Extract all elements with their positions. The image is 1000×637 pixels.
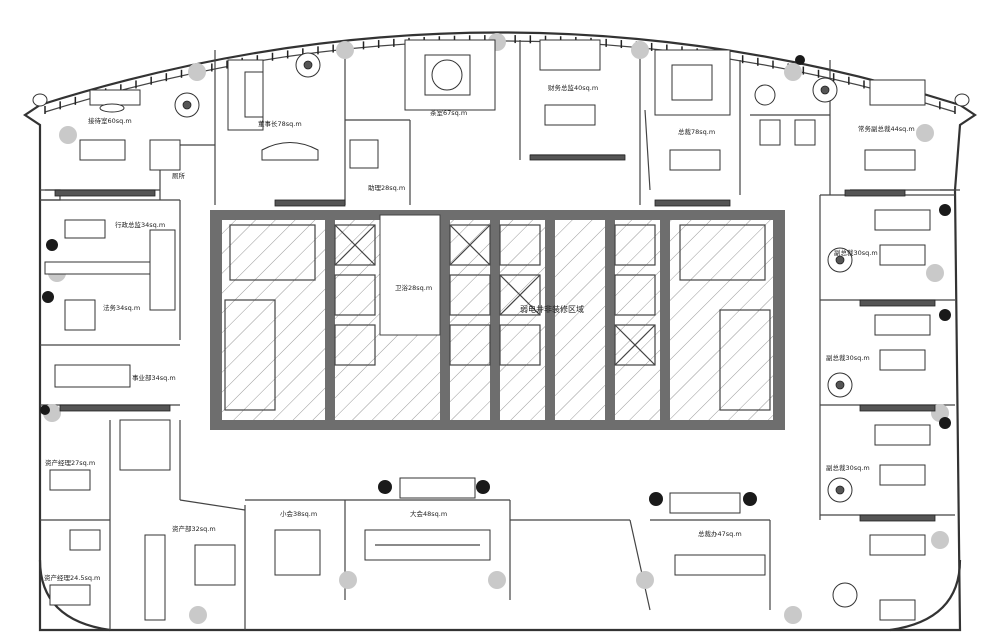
core-label: 弱电井非装修区域 <box>520 304 584 314</box>
building-outline <box>23 31 977 632</box>
counters <box>54 154 936 522</box>
label-tea: 茶室67sq.m <box>430 108 467 117</box>
label-chairman: 董事长78sq.m <box>258 119 302 128</box>
label-business-dept: 事业部34sq.m <box>132 373 176 382</box>
label-assistant: 助理28sq.m <box>368 183 405 192</box>
label-admin-director: 行政总监34sq.m <box>115 220 165 229</box>
label-large-meeting: 大会48sq.m <box>410 509 447 518</box>
label-reception: 接待室60sq.m <box>88 116 132 125</box>
plants <box>40 55 951 506</box>
columns <box>43 33 949 624</box>
label-general-manager: 总裁78sq.m <box>678 127 715 136</box>
label-vp-3: 副总裁30sq.m <box>826 463 870 472</box>
label-sales-office: 总裁办47sq.m <box>698 529 742 538</box>
label-vice-gm: 常务副总裁44sq.m <box>858 124 915 133</box>
label-vp-1: 副总裁30sq.m <box>834 248 878 257</box>
label-asset-dept: 资产部32sq.m <box>172 524 216 533</box>
label-asset-manager-1: 资产经理27sq.m <box>45 458 95 467</box>
label-bath: 厕所 <box>172 171 186 180</box>
label-legal: 法务34sq.m <box>103 303 140 312</box>
core-area: 弱电井非装修区域 卫浴28sq.m <box>210 210 785 430</box>
lounge-chairs <box>174 52 858 608</box>
toilet-label: 卫浴28sq.m <box>395 283 432 292</box>
furniture <box>44 39 931 621</box>
label-small-meeting: 小会38sq.m <box>280 509 317 518</box>
label-vp-2: 副总裁30sq.m <box>826 353 870 362</box>
label-finance-director: 财务总监40sq.m <box>548 83 598 92</box>
label-asset-manager-2: 资产经理24.5sq.m <box>44 573 100 582</box>
room-labels: 接待室60sq.m 董事长78sq.m 茶室67sq.m 财务总监40sq.m … <box>44 83 915 582</box>
